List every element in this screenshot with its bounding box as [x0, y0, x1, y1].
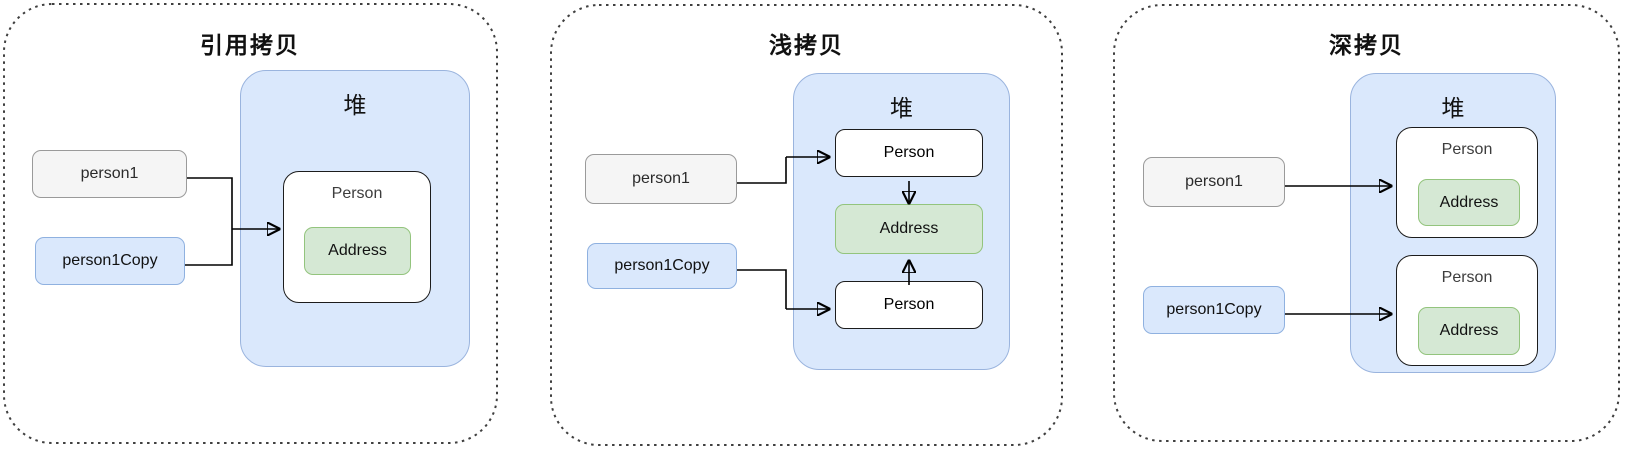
address-object-label: Address — [1439, 322, 1499, 339]
person-object-box-bottom: Person — [835, 281, 983, 329]
person-object-label: Person — [331, 185, 383, 202]
address-object-box: Address — [1418, 179, 1520, 226]
panel-title: 深拷贝 — [1329, 32, 1404, 58]
person1-ref-box: person1 — [585, 154, 737, 204]
person1copy-ref-label: person1Copy — [62, 252, 158, 269]
person1-ref-label: person1 — [80, 165, 139, 182]
person1-ref-label: person1 — [632, 170, 690, 187]
heap-label: 堆 — [890, 95, 913, 121]
person-object-box-bottom: Person Address — [1396, 255, 1538, 366]
heap-label: 堆 — [343, 92, 367, 118]
address-object-box: Address — [835, 204, 983, 254]
panel-shallow-copy: 浅拷贝 堆 person1 person1Copy Person Address… — [550, 0, 1063, 451]
address-object-label: Address — [1439, 193, 1499, 211]
person-object-box: Person Address — [283, 171, 431, 303]
address-object-label: Address — [879, 220, 939, 237]
person1copy-ref-box: person1Copy — [35, 237, 185, 285]
person1-ref-label: person1 — [1185, 173, 1243, 190]
person1copy-ref-box: person1Copy — [587, 243, 737, 289]
panel-title: 引用拷贝 — [200, 32, 300, 58]
person1copy-ref-label: person1Copy — [614, 257, 710, 274]
address-object-box: Address — [304, 227, 411, 275]
person1copy-ref-label: person1Copy — [1166, 301, 1262, 318]
person-object-label: Person — [883, 296, 935, 313]
person1-ref-box: person1 — [1143, 157, 1285, 207]
person1-ref-box: person1 — [32, 150, 187, 198]
person-object-label: Person — [1441, 269, 1493, 286]
person-object-label: Person — [883, 144, 935, 161]
address-object-label: Address — [328, 242, 387, 259]
person-object-box-top: Person Address — [1396, 127, 1538, 238]
panel-reference-copy: 引用拷贝 堆 person1 person1Copy Person Addres… — [3, 0, 497, 451]
person-object-box-top: Person — [835, 129, 983, 177]
address-object-box: Address — [1418, 307, 1520, 355]
panel-deep-copy: 深拷贝 堆 person1 person1Copy Person Address… — [1113, 0, 1620, 451]
panel-title: 浅拷贝 — [769, 32, 844, 58]
person1copy-ref-box: person1Copy — [1143, 286, 1285, 334]
person-object-label: Person — [1441, 141, 1493, 158]
heap-label: 堆 — [1441, 95, 1465, 121]
